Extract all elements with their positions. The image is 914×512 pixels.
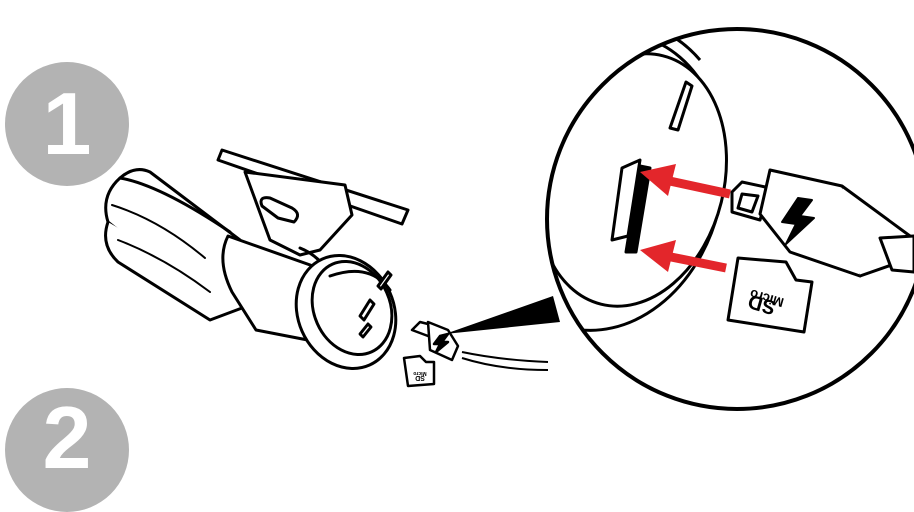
dashcam-device	[106, 150, 414, 385]
step-1-badge: 1	[5, 62, 129, 186]
diagram-canvas: Micro SD	[0, 0, 914, 418]
step-2-badge: 2	[5, 388, 129, 512]
micro-sd-card-small: Micro SD	[404, 356, 434, 386]
installation-diagram: Micro SD	[0, 0, 914, 418]
zoom-callout: Micro SD	[453, 8, 914, 409]
step-1-number: 1	[43, 74, 92, 173]
small-card-type: SD	[415, 374, 425, 381]
zoom-pointer	[445, 296, 560, 334]
step-2-number: 2	[43, 388, 92, 487]
